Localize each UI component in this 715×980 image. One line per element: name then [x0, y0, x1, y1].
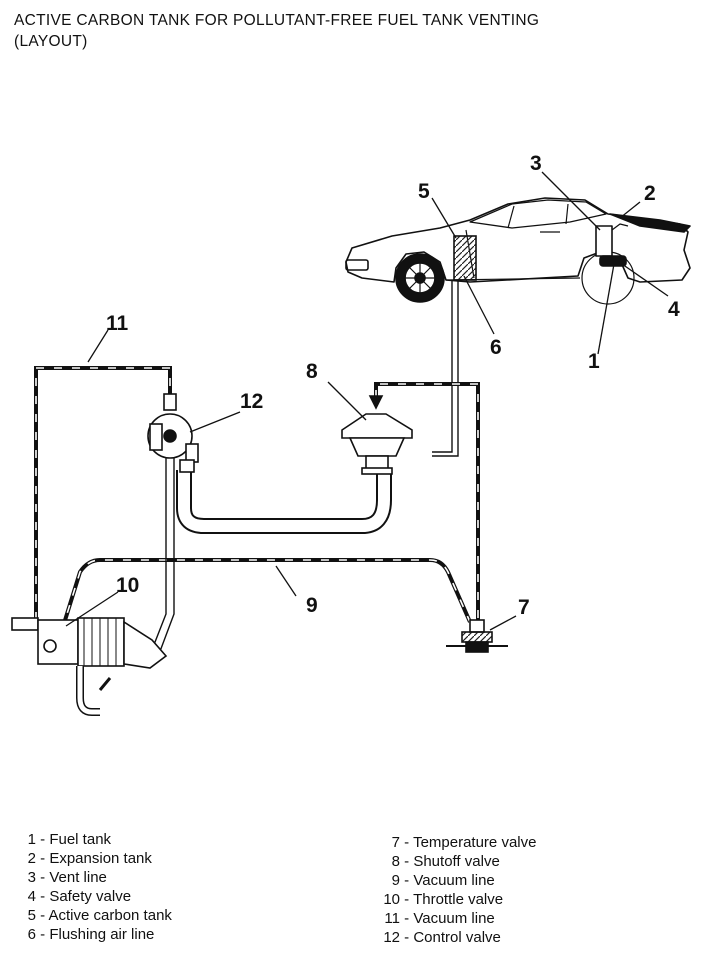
legend-item: 11 - Vacuum line [384, 910, 495, 927]
flushing-pipe [176, 470, 392, 534]
control-valve-shape [147, 393, 199, 473]
title-line-1: ACTIVE CARBON TANK FOR POLLUTANT-FREE FU… [14, 12, 540, 29]
callout-9: 9 [306, 594, 318, 617]
legend-right-column: 7 - Temperature valve 8 - Shutoff valve … [378, 833, 536, 947]
diagram-title: ACTIVE CARBON TANK FOR POLLUTANT-FREE FU… [14, 10, 539, 52]
legend-item: 4 - Safety valve [27, 888, 132, 905]
callout-4: 4 [668, 298, 680, 321]
vacuum-line-11 [28, 366, 172, 626]
active-carbon-tank-shape [453, 235, 477, 281]
legend-item: 5 - Active carbon tank [27, 907, 172, 924]
legend-left-column: 1 - Fuel tank 2 - Expansion tank 3 - Ven… [14, 830, 172, 944]
callout-8: 8 [306, 360, 318, 383]
legend-item: 3 - Vent line [27, 869, 107, 886]
legend-item: 2 - Expansion tank [27, 850, 152, 867]
legend-item: 9 - Vacuum line [391, 872, 495, 889]
vacuum-line-9 [60, 558, 472, 631]
car-illustration [345, 197, 691, 305]
flushing-air-line [432, 280, 459, 457]
shutoff-valve-shape [341, 395, 413, 475]
title-line-2: (LAYOUT) [14, 33, 88, 50]
callout-6: 6 [490, 336, 502, 359]
callout-leaders [65, 171, 669, 631]
callout-2: 2 [644, 182, 656, 205]
fuel-venting-layout-diagram: 1 2 3 4 5 6 7 8 9 10 11 12 [11, 152, 691, 716]
legend-item: 1 - Fuel tank [27, 831, 112, 848]
callout-1: 1 [588, 350, 600, 373]
callout-3: 3 [530, 152, 542, 175]
legend-item: 7 - Temperature valve [391, 834, 537, 851]
legend-item: 10 - Throttle valve [383, 891, 504, 908]
temperature-valve-shape [446, 619, 508, 653]
callout-11: 11 [106, 312, 129, 335]
callout-7: 7 [518, 596, 530, 619]
callout-12: 12 [240, 390, 263, 413]
legend-item: 6 - Flushing air line [27, 926, 155, 943]
legend-item: 8 - Shutoff valve [391, 853, 500, 870]
vacuum-line-right [374, 382, 480, 622]
callout-5: 5 [418, 180, 430, 203]
throttle-body-shape [11, 617, 168, 716]
callout-10: 10 [116, 574, 139, 597]
legend-item: 12 - Control valve [383, 929, 501, 946]
